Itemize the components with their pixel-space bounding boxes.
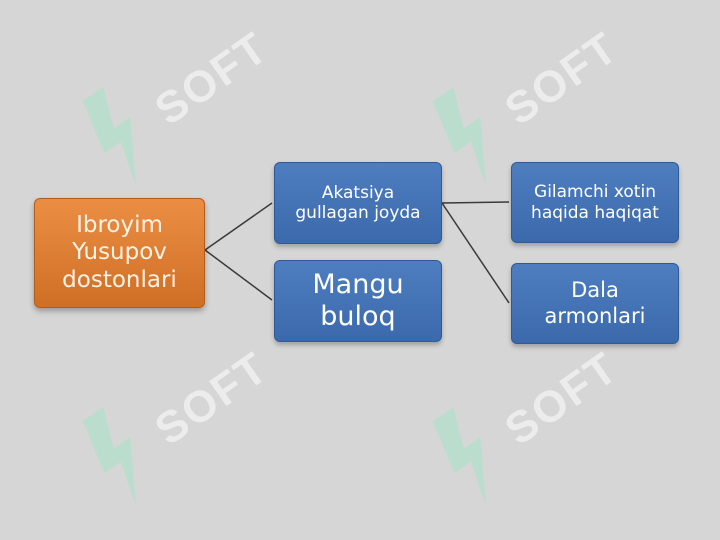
node-gilamchi-xotin-label: Gilamchi xotin haqida haqiqat (531, 182, 659, 223)
node-akatsiya: Akatsiya gullagan joyda (274, 162, 442, 244)
node-mangu-buloq: Mangu buloq (274, 260, 442, 342)
connector-akatsiya-gilamchi (441, 201, 510, 204)
connector-akatsiya-dala (441, 202, 510, 304)
connector-root-mangu (204, 249, 273, 301)
root-node-label: Ibroyim Yusupov dostonlari (62, 211, 177, 293)
node-akatsiya-label: Akatsiya gullagan joyda (295, 182, 421, 223)
node-mangu-buloq-label: Mangu buloq (312, 268, 404, 332)
node-gilamchi-xotin: Gilamchi xotin haqida haqiqat (511, 162, 679, 243)
connector-root-akatsiya (204, 202, 273, 251)
node-dala-armonlari: Dala armonlari (511, 263, 679, 344)
root-node: Ibroyim Yusupov dostonlari (34, 198, 205, 308)
node-dala-armonlari-label: Dala armonlari (544, 278, 646, 328)
